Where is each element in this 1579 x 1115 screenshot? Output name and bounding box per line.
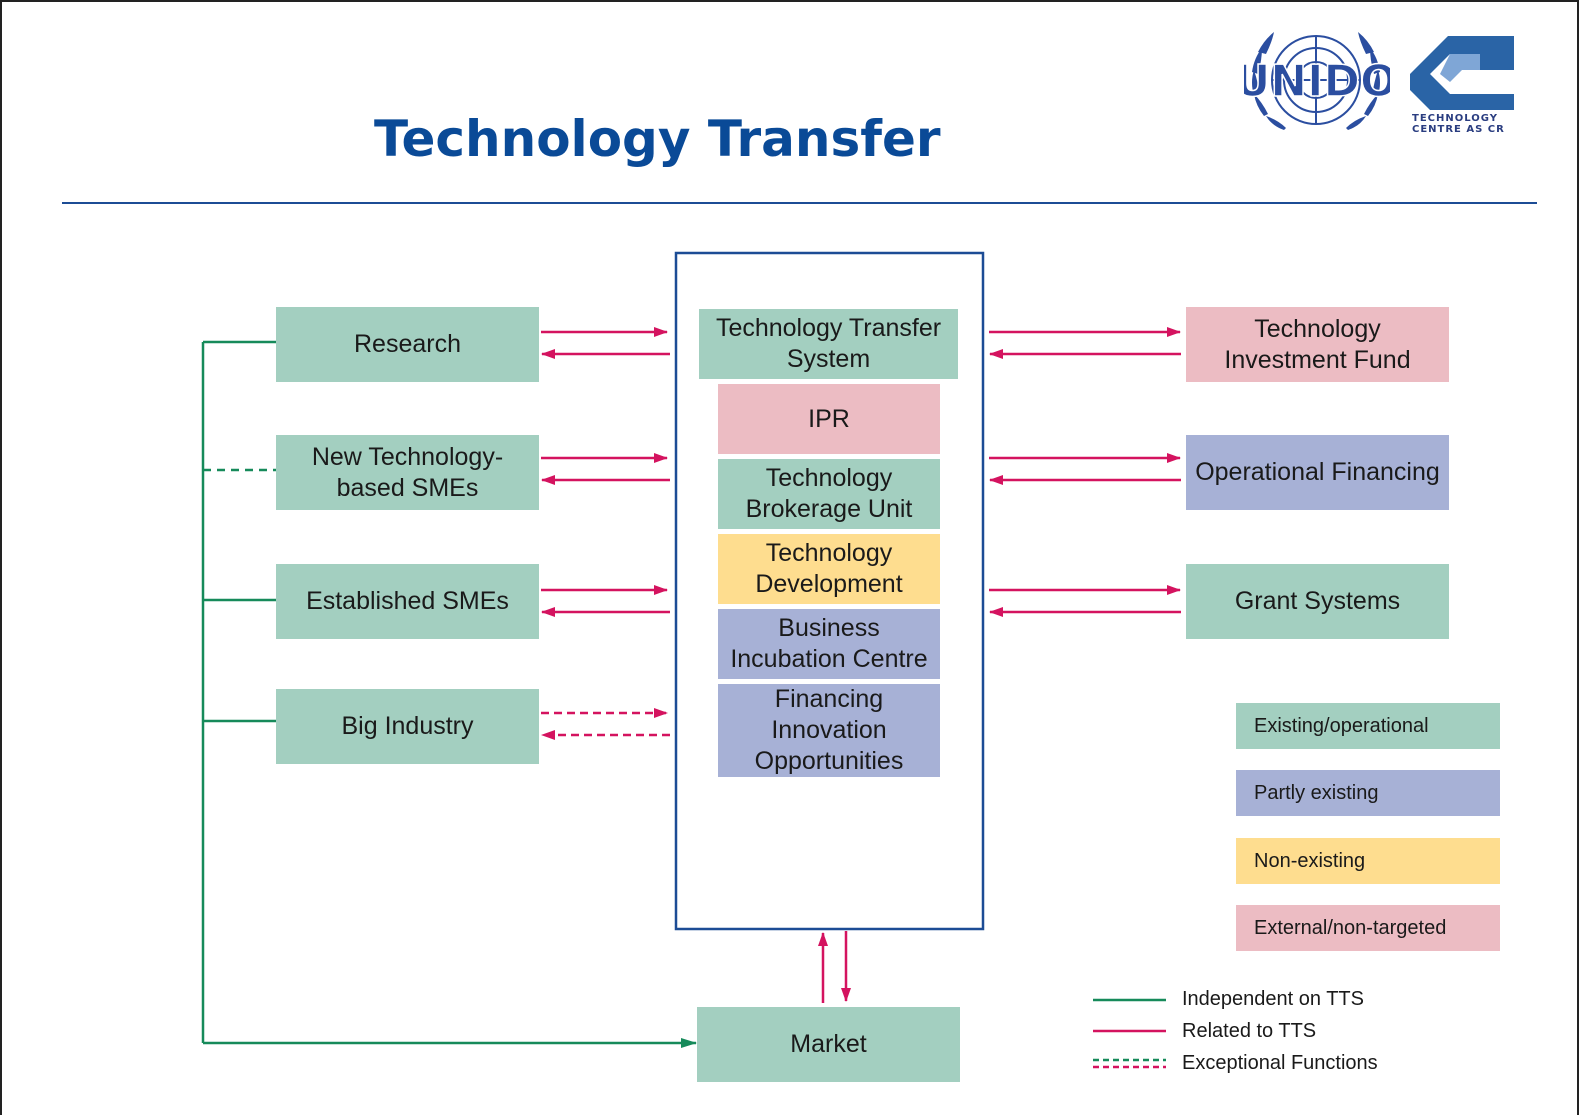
legend-related-label: Related to TTS: [1182, 1020, 1317, 1042]
component-technology-development: Technology Development: [718, 534, 940, 604]
node-market: Market: [697, 1007, 960, 1082]
technology-centre-wordmark: TECHNOLOGY CENTRE AS CR: [1412, 113, 1505, 135]
legend-independent-label: Independent on TTS: [1182, 988, 1364, 1010]
node-new-technology-based-smes: New Technology-based SMEs: [276, 435, 539, 510]
component-financing-innovation-opportunities: Financing Innovation Opportunities: [718, 684, 940, 777]
component-ipr: IPR: [718, 384, 940, 454]
legend-existing: Existing/operational: [1236, 703, 1500, 749]
legend-exceptional-label: Exceptional Functions: [1182, 1052, 1378, 1074]
component-technology-brokerage-unit: Technology Brokerage Unit: [718, 459, 940, 529]
node-operational-financing: Operational Financing: [1186, 435, 1449, 510]
technology-centre-logo: [1410, 36, 1514, 110]
tts-container: [674, 251, 985, 931]
legend-existing-label: Existing/operational: [1254, 714, 1429, 737]
tc-line-2: CENTRE AS CR: [1412, 124, 1505, 135]
node-technology-transfer-system: Technology Transfer System: [699, 309, 958, 379]
node-research: Research: [276, 307, 539, 382]
unido-logo-text: UNIDO: [1244, 56, 1390, 107]
node-grant-systems: Grant Systems: [1186, 564, 1449, 639]
tc-line-1: TECHNOLOGY: [1412, 113, 1498, 124]
related-connectors-left: [541, 327, 670, 740]
component-business-incubation-centre: Business Incubation Centre: [718, 609, 940, 679]
unido-logo: UNIDO: [1244, 32, 1390, 130]
node-established-smes: Established SMEs: [276, 564, 539, 639]
node-big-industry: Big Industry: [276, 689, 539, 764]
legend-external: External/non-targeted: [1236, 905, 1500, 951]
legend-non-existing-label: Non-existing: [1254, 849, 1366, 872]
independent-connectors: [201, 340, 697, 1048]
legend-line-samples: [1093, 998, 1166, 1069]
node-technology-investment-fund: Technology Investment Fund: [1186, 307, 1449, 382]
market-connectors: [818, 931, 851, 1003]
page-title: Technology Transfer: [374, 110, 941, 168]
title-divider: [62, 202, 1537, 204]
legend-non-existing: Non-existing: [1236, 838, 1500, 884]
related-connectors-right: [989, 327, 1181, 617]
legend-external-label: External/non-targeted: [1254, 916, 1447, 939]
legend-partly-existing-label: Partly existing: [1254, 781, 1379, 804]
legend-partly-existing: Partly existing: [1236, 770, 1500, 816]
